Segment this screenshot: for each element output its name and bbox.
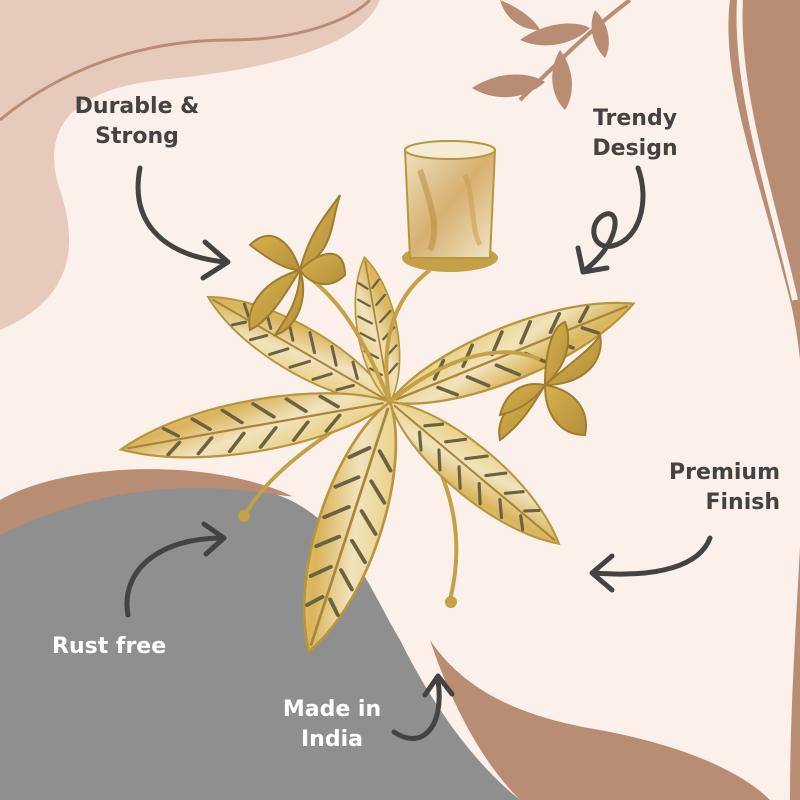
feature-trendy-line1: Trendy — [592, 106, 678, 131]
feature-made-in-line2: India — [301, 727, 363, 752]
feature-made-in-india: Made in India — [262, 695, 402, 755]
feature-trendy-design: Trendy Design — [565, 104, 705, 164]
leaf-sprig-icon — [472, 0, 632, 110]
feature-rust-free-label: Rust free — [52, 634, 167, 659]
feature-premium-finish: Premium Finish — [600, 458, 780, 518]
candle-glass — [402, 140, 498, 272]
brown-band-bottom — [0, 469, 292, 535]
feature-durable-line1: Durable & — [74, 94, 200, 119]
blush-blob — [0, 0, 380, 330]
feature-trendy-line2: Design — [592, 136, 678, 161]
feature-durable-line2: Strong — [95, 124, 179, 149]
feature-durable-strong: Durable & Strong — [52, 92, 222, 152]
metal-flower-left — [248, 194, 347, 337]
feature-premium-line1: Premium — [669, 460, 780, 485]
feature-premium-line2: Finish — [705, 490, 780, 515]
feature-rust-free: Rust free — [52, 632, 222, 662]
brown-band-right — [728, 0, 800, 800]
feature-made-in-line1: Made in — [282, 697, 382, 722]
metal-flower-right — [498, 320, 602, 442]
